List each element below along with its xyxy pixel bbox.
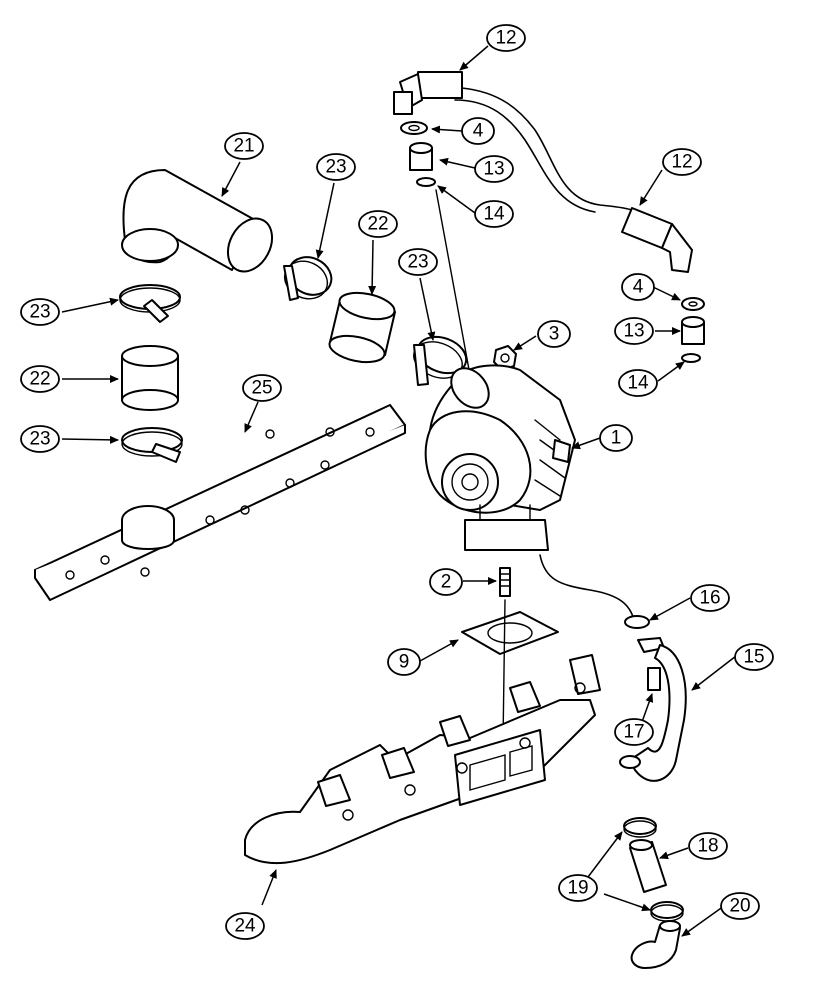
callout-14-right-label: 14 bbox=[627, 373, 649, 394]
callout-21-label: 21 bbox=[233, 136, 254, 157]
hose-clamp-19-upper bbox=[623, 817, 657, 838]
callout-19: 19 bbox=[558, 874, 598, 902]
callout-12-top-label: 12 bbox=[495, 28, 516, 49]
hose-clamp-19-lower bbox=[650, 901, 684, 922]
callout-23-left-lower: 23 bbox=[20, 425, 60, 453]
callout-14-top-label: 14 bbox=[483, 204, 505, 225]
washer-4-right bbox=[681, 297, 705, 311]
callout-25: 25 bbox=[242, 374, 282, 402]
callout-13-right: 13 bbox=[614, 317, 654, 345]
oil-supply-line bbox=[393, 71, 693, 273]
callout-23-center-top: 23 bbox=[316, 153, 356, 181]
callout-4-top: 4 bbox=[461, 117, 495, 145]
intake-gasket bbox=[34, 404, 406, 601]
callout-23-left-top: 23 bbox=[20, 298, 60, 326]
fitting-13-upper bbox=[409, 142, 433, 171]
callout-25-label: 25 bbox=[251, 378, 272, 399]
callout-3: 3 bbox=[537, 320, 571, 348]
intake-elbow-pipe bbox=[121, 169, 274, 273]
callout-21: 21 bbox=[224, 132, 264, 160]
stud-2 bbox=[499, 567, 511, 597]
callout-3-label: 3 bbox=[549, 324, 560, 345]
gasket-16 bbox=[624, 615, 650, 629]
drain-hose bbox=[629, 839, 667, 893]
callout-22-center-label: 22 bbox=[367, 214, 388, 235]
callout-13-right-label: 13 bbox=[623, 321, 644, 342]
callout-2: 2 bbox=[429, 568, 463, 596]
callout-15-label: 15 bbox=[743, 647, 764, 668]
leader-lines bbox=[61, 45, 737, 937]
callout-22-center: 22 bbox=[358, 210, 398, 238]
callout-9: 9 bbox=[387, 648, 421, 676]
alignment-line-upper bbox=[435, 189, 471, 376]
turbocharger bbox=[424, 364, 576, 551]
hose-clamp-left-upper bbox=[119, 284, 181, 323]
bolt-17 bbox=[647, 667, 661, 691]
callout-18-label: 18 bbox=[697, 836, 718, 857]
callout-19-label: 19 bbox=[567, 878, 588, 899]
callout-4-right-label: 4 bbox=[633, 277, 644, 298]
exhaust-manifold bbox=[244, 654, 601, 865]
callout-12-right: 12 bbox=[662, 148, 702, 176]
callout-23-center-top-label: 23 bbox=[325, 157, 346, 178]
callout-22-left-label: 22 bbox=[29, 369, 50, 390]
callout-12-top: 12 bbox=[486, 24, 526, 52]
callout-15: 15 bbox=[734, 643, 774, 671]
callout-17: 17 bbox=[614, 718, 654, 746]
callout-23-left-top-label: 23 bbox=[29, 302, 50, 323]
callout-22-left: 22 bbox=[20, 365, 60, 393]
callout-14-top: 14 bbox=[474, 200, 514, 228]
callout-4-top-label: 4 bbox=[473, 121, 484, 142]
hose-clamp-center-upper bbox=[283, 256, 333, 301]
callout-23-center-lower-label: 23 bbox=[407, 252, 428, 273]
nut-3 bbox=[493, 345, 517, 371]
callout-23-center-lower: 23 bbox=[398, 248, 438, 276]
o-ring-14-upper bbox=[416, 177, 436, 187]
hose-sleeve-center bbox=[328, 291, 396, 364]
callout-18: 18 bbox=[688, 832, 728, 860]
hose-clamp-left-lower bbox=[121, 427, 183, 463]
callout-16-label: 16 bbox=[699, 588, 720, 609]
callout-24-label: 24 bbox=[234, 916, 256, 937]
callout-24: 24 bbox=[225, 912, 265, 940]
o-ring-14-right bbox=[681, 353, 701, 363]
callout-1: 1 bbox=[599, 424, 633, 452]
alignment-line-center bbox=[502, 599, 506, 743]
hose-clamp-center-lower bbox=[413, 335, 468, 386]
callout-13-top-label: 13 bbox=[483, 159, 504, 180]
exhaust-gasket bbox=[461, 611, 559, 655]
callout-20-label: 20 bbox=[729, 896, 750, 917]
callout-13-top: 13 bbox=[474, 155, 514, 183]
drain-elbow bbox=[630, 920, 681, 969]
callout-2-label: 2 bbox=[441, 572, 452, 593]
callout-4-right: 4 bbox=[621, 273, 655, 301]
callout-1-label: 1 bbox=[611, 428, 622, 449]
callout-9-label: 9 bbox=[399, 652, 410, 673]
drain-line bbox=[539, 554, 635, 621]
hose-sleeve-left bbox=[121, 345, 179, 411]
callout-12-right-label: 12 bbox=[671, 152, 692, 173]
callout-17-label: 17 bbox=[623, 722, 644, 743]
fitting-13-right bbox=[681, 316, 705, 345]
callout-23-left-lower-label: 23 bbox=[29, 429, 50, 450]
callout-20: 20 bbox=[720, 892, 760, 920]
washer-4-upper bbox=[400, 121, 428, 135]
callout-14-right: 14 bbox=[618, 369, 658, 397]
drain-tube bbox=[619, 637, 687, 782]
callout-16: 16 bbox=[690, 584, 730, 612]
